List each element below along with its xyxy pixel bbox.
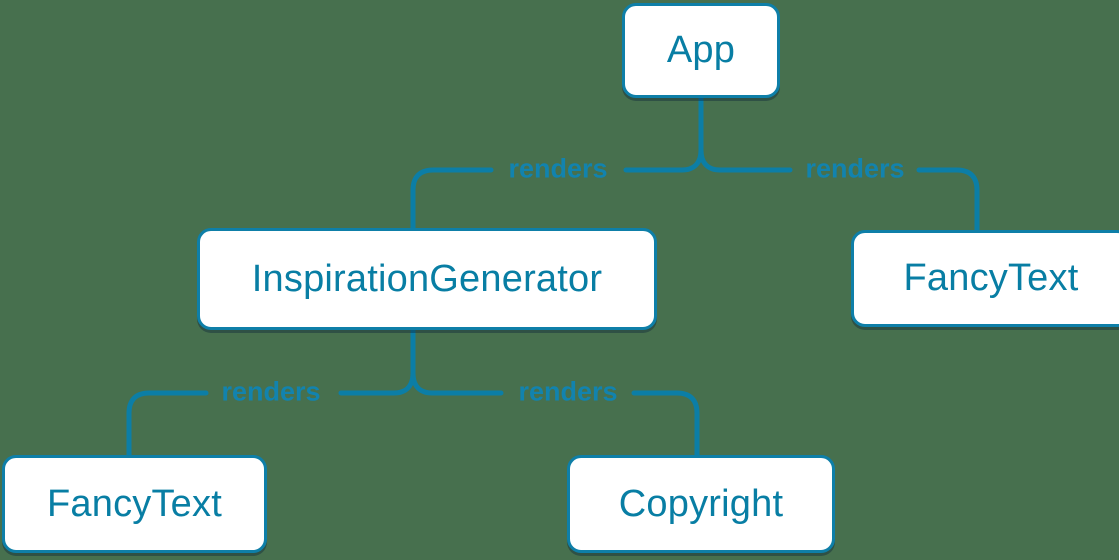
node-fancy-text-right: FancyText	[851, 230, 1119, 327]
edge-label-renders-app-fancytext: renders	[805, 153, 905, 184]
node-app: App	[622, 3, 780, 98]
node-fancy-text-left: FancyText	[2, 455, 267, 553]
edge-label-renders-app-inspiration: renders	[508, 153, 608, 184]
edge-path-app-to-inspiration-inner	[623, 147, 704, 173]
node-copyright-label: Copyright	[618, 482, 784, 525]
node-fancy-text-left-label: FancyText	[47, 482, 222, 525]
edge-label-renders-inspiration-fancytext: renders	[221, 376, 321, 407]
edge-path-inspiration-to-copyright-inner	[410, 370, 504, 396]
edge-path-inspiration-to-fancytext-inner	[338, 370, 416, 396]
node-inspiration-generator: InspirationGenerator	[197, 228, 657, 330]
node-copyright: Copyright	[567, 455, 835, 553]
edge-path-app-to-inspiration-outer	[410, 167, 494, 235]
edge-path-inspiration-to-copyright-outer	[631, 390, 700, 461]
node-inspiration-generator-label: InspirationGenerator	[251, 257, 603, 300]
edge-label-renders-inspiration-copyright: renders	[518, 376, 618, 407]
edge-path-app-to-fancytext-outer	[916, 167, 980, 237]
node-app-label: App	[666, 29, 736, 71]
edge-path-inspiration-to-fancytext-outer	[126, 390, 209, 461]
edge-path-app-to-fancytext-inner	[698, 147, 793, 173]
node-fancy-text-right-label: FancyText	[903, 257, 1079, 299]
